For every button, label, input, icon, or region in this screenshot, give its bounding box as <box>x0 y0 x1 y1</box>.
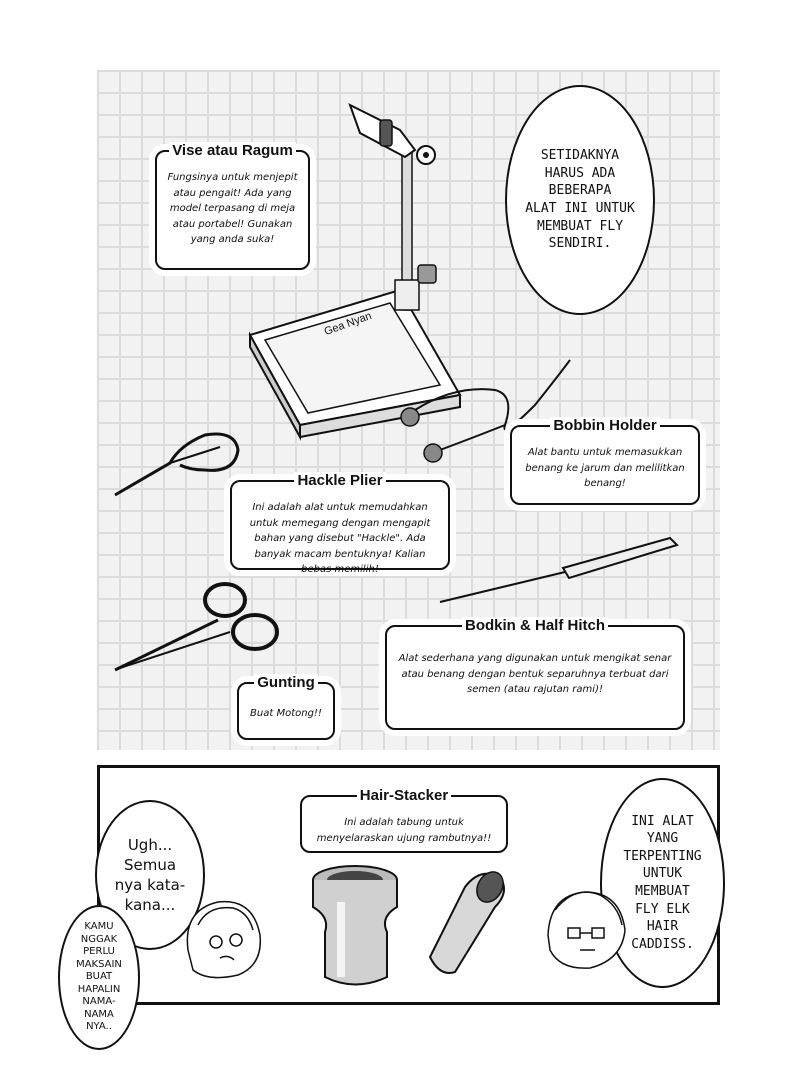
speech-bubble-right: INI ALAT YANG TERPENTING UNTUK MEMBUAT F… <box>600 778 725 988</box>
vise-illustration <box>248 102 462 441</box>
hair-stacker-title: Hair-Stacker <box>356 787 452 804</box>
vise-title: Vise atau Ragum <box>169 142 296 159</box>
hair-stacker-info-box: Hair-Stacker Ini adalah tabung untuk men… <box>300 787 508 853</box>
bodkin-illustration <box>439 536 679 603</box>
gunting-info-box: Gunting Buat Motong!! <box>237 674 335 740</box>
hackle-info-box: Hackle Plier Ini adalah alat untuk memud… <box>230 472 450 575</box>
vise-info-box: Vise atau Ragum Fungsinya untuk menjepit… <box>155 142 310 270</box>
chibi-character-right <box>547 891 626 969</box>
chibi-character-left <box>186 900 262 979</box>
hackle-plier-illustration <box>114 432 240 497</box>
bodkin-info-box: Bodkin & Half Hitch Alat sederhana yang … <box>385 617 685 730</box>
gunting-text: Buat Motong!! <box>250 708 322 719</box>
bodkin-text: Alat sederhana yang digunakan untuk meng… <box>398 653 672 695</box>
hackle-title: Hackle Plier <box>294 472 386 489</box>
hair-stacker-illustration <box>312 865 505 986</box>
bobbin-holder-illustration <box>400 359 571 463</box>
bobbin-title: Bobbin Holder <box>550 417 660 434</box>
speech-bubble-main: SETIDAKNYA HARUS ADA BEBERAPA ALAT INI U… <box>505 85 655 315</box>
bobbin-info-box: Bobbin Holder Alat bantu untuk memasukka… <box>510 417 700 505</box>
hackle-text: Ini adalah alat untuk memudahkan untuk m… <box>249 502 431 575</box>
bobbin-text: Alat bantu untuk memasukkan benang ke ja… <box>525 447 685 489</box>
gunting-title: Gunting <box>254 674 318 691</box>
scissors-illustration <box>114 582 279 672</box>
hair-stacker-text: Ini adalah tabung untuk menyelaraskan uj… <box>316 817 492 844</box>
bodkin-title: Bodkin & Half Hitch <box>461 617 608 634</box>
speech-bubble-small: KAMU NGGAK PERLU MAKSAIN BUAT HAPALIN NA… <box>58 905 140 1050</box>
vise-text: Fungsinya untuk menjepit atau pengait! A… <box>167 172 298 245</box>
